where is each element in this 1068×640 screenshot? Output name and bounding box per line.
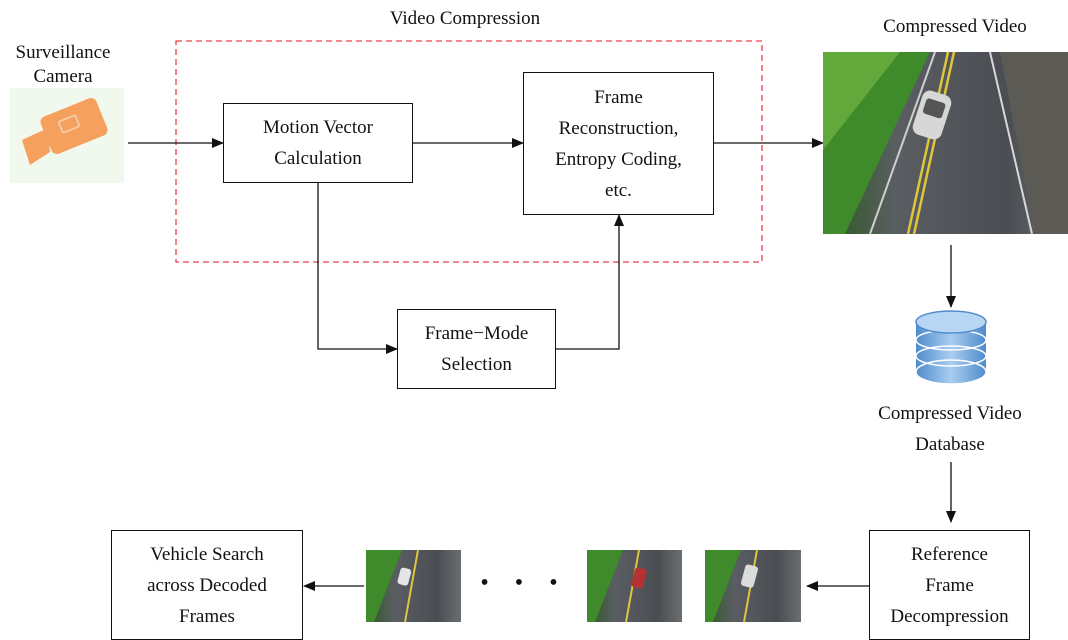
compressed-video-image: [823, 51, 1068, 235]
car-icon: [912, 90, 952, 140]
database-label: Compressed Video Database: [878, 403, 1022, 455]
edge-mode-to-reconstruction: [556, 214, 624, 350]
decoded-frame-1: [366, 549, 461, 623]
ellipsis: • • •: [480, 570, 568, 596]
camera-label: Surveillance Camera: [15, 42, 111, 87]
camera-icon: [22, 98, 108, 165]
decoded-frame-3: [705, 549, 801, 623]
frame-mode-box: Frame−Mode Selection: [397, 309, 556, 389]
decoded-frame-2: [587, 549, 682, 623]
compressed-video-label: Compressed Video: [883, 16, 1027, 37]
reference-decompression-box: Reference Frame Decompression: [869, 530, 1030, 640]
video-compression-label: Video Compression: [389, 8, 541, 29]
frame-reconstruction-box: Frame Reconstruction, Entropy Coding, et…: [523, 72, 714, 215]
vehicle-search-box: Vehicle Search across Decoded Frames: [111, 530, 303, 640]
database-icon: [915, 310, 987, 385]
edge-motion-to-mode: [317, 183, 398, 354]
video-compression-group: [175, 40, 763, 263]
motion-vector-box: Motion Vector Calculation: [223, 103, 413, 183]
